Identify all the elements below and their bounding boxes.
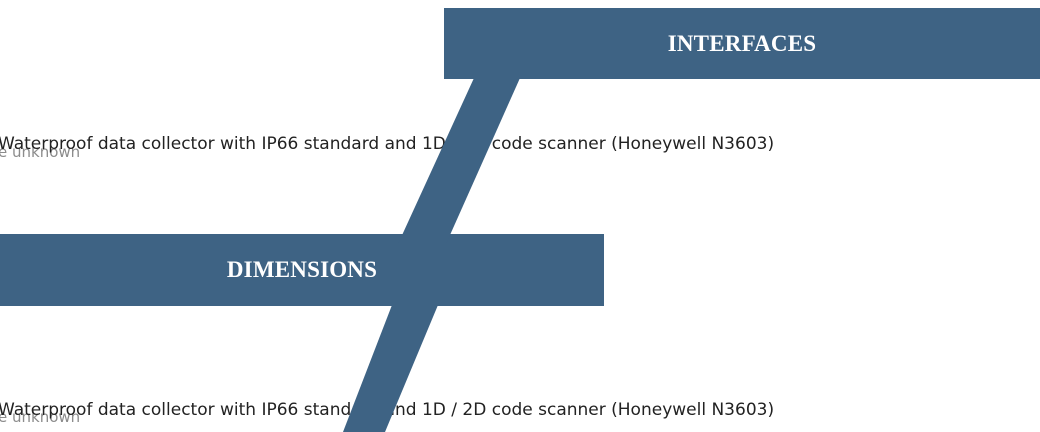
dimensions-title: DIMENSIONS	[226, 257, 378, 282]
dimensions-section-header: DIMENSIONS	[0, 234, 604, 306]
upper-slash-shape	[398, 78, 520, 244]
interfaces-section-header: INTERFACES	[444, 8, 1040, 79]
interfaces-description-text: Waterproof data collector with IP66 stan…	[0, 134, 775, 154]
dimensions-ghost-text: e unknown	[0, 408, 81, 426]
interfaces-ghost-text: e unknown	[0, 143, 81, 161]
interfaces-title: INTERFACES	[667, 30, 817, 56]
lower-slash-shape	[343, 305, 438, 432]
interfaces-description: Waterproof data collector with IP66 stan…	[0, 134, 774, 154]
